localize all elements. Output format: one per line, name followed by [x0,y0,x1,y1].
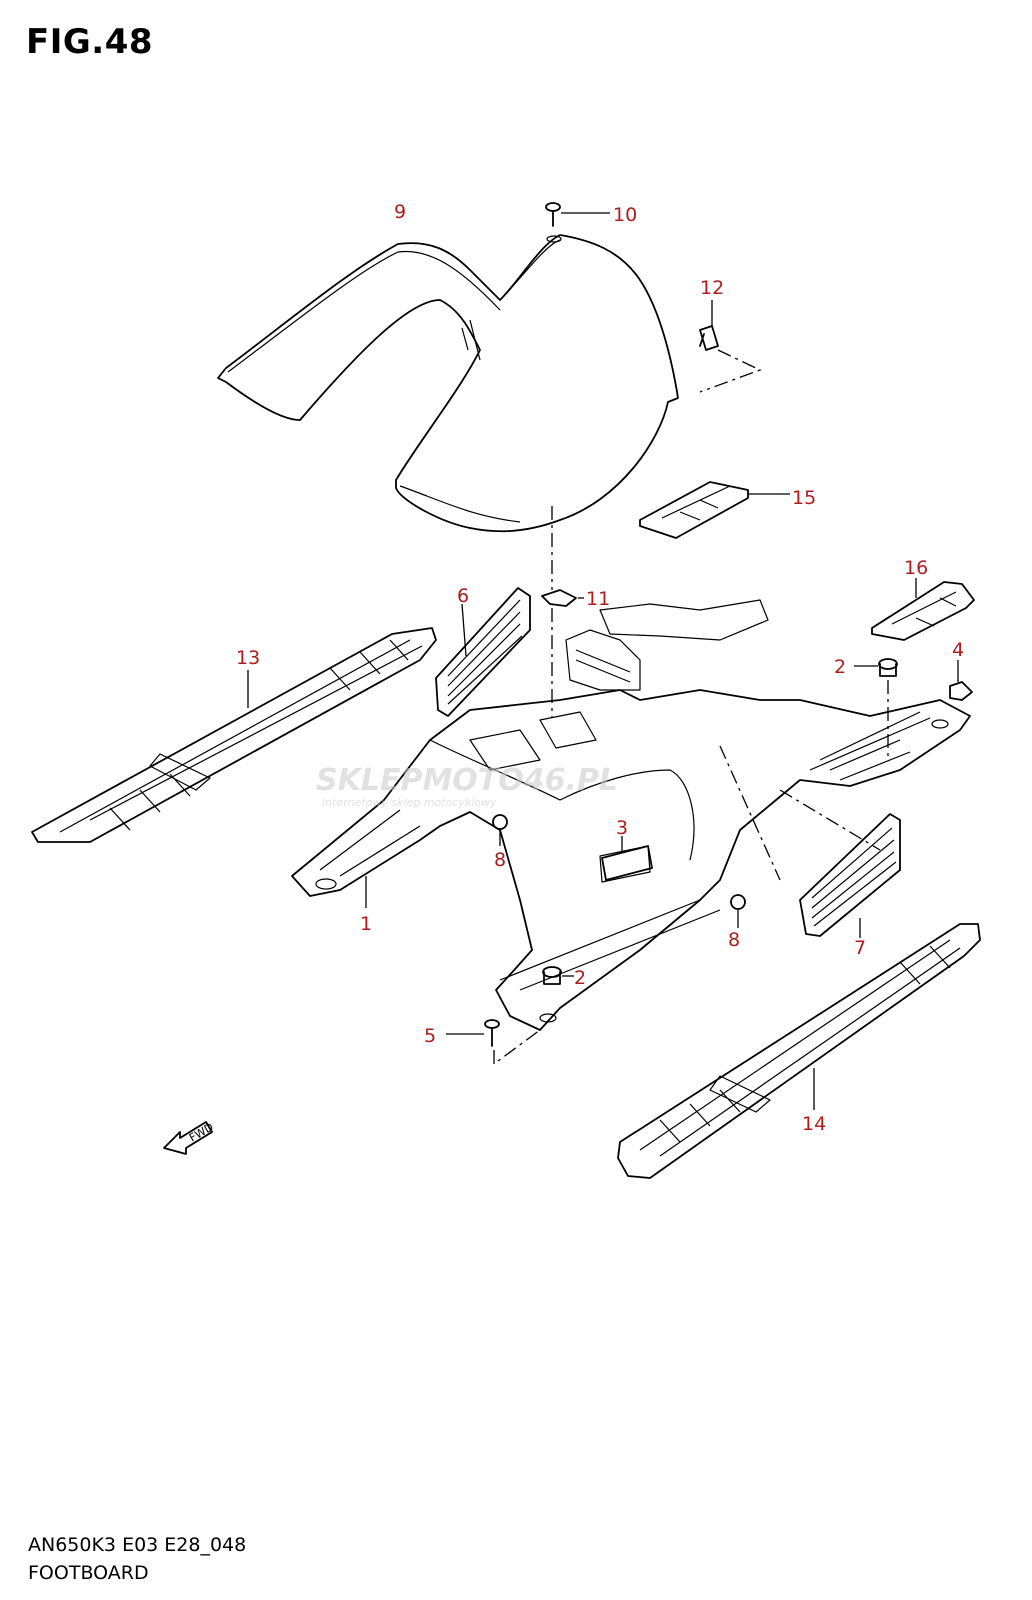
callout-11: 11 [586,588,610,610]
part-9-cover [217,234,679,533]
part-12-clip [699,300,762,393]
callout-1: 1 [360,913,372,935]
callout-9: 9 [394,201,406,223]
part-2-bolt-lower [542,966,574,985]
callout-2-upper: 2 [834,656,846,678]
part-4-clip [949,660,973,701]
callout-16: 16 [904,557,928,579]
part-15-panel [639,481,790,539]
callout-14: 14 [802,1113,826,1135]
watermark-brand: SKLEPMOTO46.PL [316,763,618,798]
callout-8-right: 8 [728,929,740,951]
part-10-screw [545,202,610,227]
callout-4: 4 [952,639,964,661]
callout-2-lower: 2 [574,967,586,989]
callout-7: 7 [854,937,866,959]
part-14-mat [617,923,981,1179]
callout-12: 12 [700,277,724,299]
part-16-panel [871,578,975,641]
model-code: AN650K3 E03 E28_048 [28,1534,247,1556]
part-2-bolt-upper [854,658,898,760]
watermark: SKLEPMOTO46.PL internetowy sklep motocyk… [316,763,618,809]
callout-5: 5 [424,1025,436,1047]
part-8-grommet-right [730,894,746,928]
section-name: FOOTBOARD [28,1562,149,1584]
part-13-mat [31,627,437,843]
callout-15: 15 [792,487,816,509]
figure-title: FIG.48 [26,22,154,62]
watermark-tagline: internetowy sklep motocyklowy [322,796,497,809]
part-8-grommet-left [492,814,508,846]
callout-10: 10 [613,204,637,226]
part-11-bracket [541,506,584,718]
callout-6: 6 [457,585,469,607]
fwd-label: FWD [187,1120,216,1144]
callout-8-left: 8 [494,849,506,871]
part-7-grille [719,745,901,938]
part-5-screw [446,1019,541,1066]
part-6-grille [435,587,531,717]
part-3-pad [601,836,653,881]
callout-3: 3 [616,817,628,839]
callout-13: 13 [236,647,260,669]
part-1-footboard-frame [291,599,971,1031]
fwd-arrow-icon: FWD [163,1120,216,1155]
callout-labels: 9 10 12 15 6 11 16 13 2 4 3 8 1 8 7 2 5 … [236,201,964,1135]
